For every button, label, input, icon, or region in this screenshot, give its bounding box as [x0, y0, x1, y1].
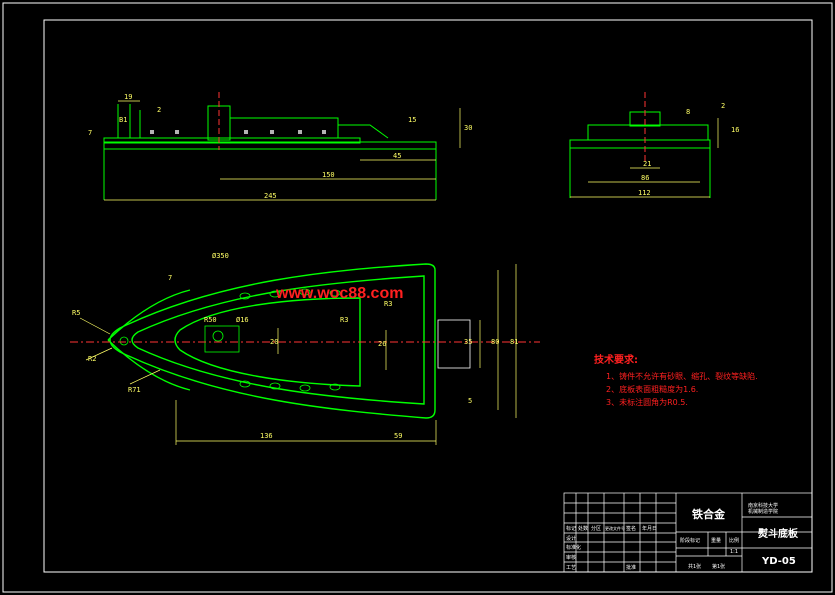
side-dim-21: 21 [643, 160, 651, 168]
plan-dim-80: 80 [491, 338, 499, 346]
title-block-label-sign: 签名 [626, 525, 636, 532]
title-block-scale-value: 1:1 [730, 549, 738, 555]
front-dim-245: 245 [264, 192, 277, 200]
side-dim-112: 112 [638, 189, 651, 197]
side-view-dim-lines [570, 118, 719, 198]
plan-dim-5: 5 [468, 397, 472, 405]
side-dim-86: 86 [641, 174, 649, 182]
watermark-text: www.woc88.com [275, 285, 403, 302]
plan-view-holes [119, 288, 341, 392]
plan-view-rect-35 [437, 319, 471, 369]
plan-dim-r5: R5 [72, 309, 80, 317]
plan-dim-phi16: Ø16 [236, 316, 249, 324]
title-block-sheet-number: 第1张 [712, 563, 725, 570]
title-block-scale-label: 比例 [729, 537, 739, 544]
tech-note-1: 1、铸件不允许有砂眼、缩孔、裂纹等缺陷. [606, 371, 758, 381]
front-dim-15: 15 [408, 116, 416, 124]
plan-dim-r3a: R3 [340, 316, 348, 324]
plan-dim-20: 20 [270, 338, 278, 346]
title-block-row-standard: 标准化 [566, 544, 581, 551]
plan-dim-26: 26 [378, 340, 386, 348]
plan-dim-r50: R50 [204, 316, 217, 324]
title-block-stage-label: 阶段标记 [680, 537, 700, 544]
plan-view-dim-lines [79, 264, 517, 445]
title-block-label-mark: 标记 [566, 525, 576, 532]
plan-dim-35: 35 [464, 338, 472, 346]
plan-view-outline [107, 263, 436, 419]
side-dim-2: 2 [721, 102, 725, 110]
plan-dim-7: 7 [168, 274, 172, 282]
front-dim-45: 45 [393, 152, 401, 160]
title-block-sheet-total: 共1张 [688, 563, 701, 570]
side-dim-16: 16 [731, 126, 739, 134]
title-block-grid [563, 492, 813, 573]
front-dim-b1: B1 [119, 116, 127, 124]
title-block-part-name: 熨斗底板 [758, 527, 799, 540]
tech-note-2: 2、底板表面粗糙度为1.6. [606, 384, 698, 394]
title-block-row-review: 审核 [566, 554, 576, 561]
title-block-label-change-doc: 更改文件号 [605, 525, 625, 531]
title-block-school: 南京科技大学机械制造学院 [748, 502, 778, 515]
front-view [103, 104, 437, 200]
tech-note-3: 3、未标注圆角为R0.5. [606, 397, 688, 407]
title-block-weight-label: 重量 [711, 537, 721, 544]
tech-notes-title: 技术要求: [594, 353, 638, 366]
title-block-label-date: 年月日 [642, 525, 657, 532]
plan-dim-59: 59 [394, 432, 402, 440]
title-block-label-count: 处数 [578, 525, 588, 532]
title-block-row-design: 设计 [566, 535, 576, 542]
plan-dim-136: 136 [260, 432, 273, 440]
title-block-label-zone: 分区 [591, 525, 601, 532]
plan-dim-r3b: R3 [384, 300, 392, 308]
front-view-holes [150, 130, 326, 134]
title-block-material: 铁合金 [692, 507, 726, 521]
plan-dim-r71: R71 [128, 386, 141, 394]
plan-dim-r2: R2 [88, 355, 96, 363]
title-block-row-process: 工艺 [566, 565, 576, 571]
front-dim-7: 7 [88, 129, 92, 137]
inner-frame [43, 19, 813, 573]
title-block-drawing-no: YD-05 [761, 556, 796, 567]
front-dim-19: 19 [124, 93, 132, 101]
plan-dim-phi350: Ø350 [212, 252, 229, 260]
front-view-dim-lines [104, 100, 461, 201]
side-view [569, 111, 711, 198]
front-dim-30: 30 [464, 124, 472, 132]
side-dim-8: 8 [686, 108, 690, 116]
plan-dim-81: 81 [510, 338, 518, 346]
front-dim-2: 2 [157, 106, 161, 114]
title-block-row-approve: 批准 [626, 564, 636, 571]
front-dim-150: 150 [322, 171, 335, 179]
